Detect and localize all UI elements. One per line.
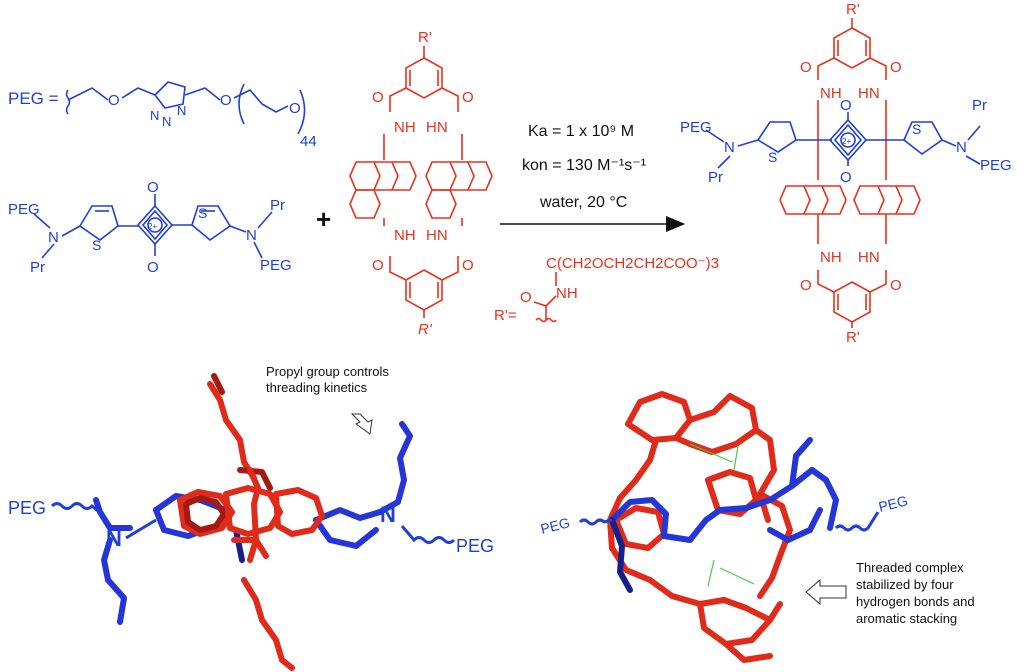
plus-sign: + [316, 204, 331, 234]
svg-text:O: O [372, 257, 384, 274]
dye-left-o-top: O [147, 179, 159, 196]
product-r-top: R' [846, 1, 860, 18]
svg-text:O: O [289, 100, 301, 117]
product-peg2: PEG [980, 157, 1012, 174]
model-left-peg-left: PEG [8, 498, 46, 518]
svg-text:N: N [162, 114, 171, 129]
model-right: PEG PEG Threaded complex stabilized by f… [539, 391, 975, 663]
svg-text:S: S [768, 149, 777, 165]
annotation-threaded-line1: Threaded complex [856, 560, 964, 575]
propyl-pointer-arrow [350, 413, 373, 435]
svg-text:O: O [840, 97, 852, 114]
product-r-bot: R' [846, 329, 860, 346]
peg-definition: PEG = O N N N O O 44 [8, 81, 317, 150]
condition-kon: kon = 130 M⁻¹s⁻¹ [522, 157, 646, 174]
svg-text:N: N [177, 103, 186, 118]
svg-text:O: O [462, 89, 474, 106]
dye-left-charge: 2+ [148, 222, 157, 231]
dye-left-peg2: PEG [260, 257, 292, 274]
svg-text:O: O [800, 277, 812, 294]
svg-text:O: O [890, 59, 902, 76]
r-definition: C(CH2OCH2CH2COO⁻)3 NH O R'= [494, 255, 719, 324]
product-pr2: Pr [972, 97, 987, 114]
dye-left-s1: S [92, 237, 101, 253]
dye-left: PEG N Pr S 2+ O O S N Pr PEG [8, 179, 292, 276]
peg-def-label: PEG = [8, 89, 59, 108]
dye-left-n1: N [48, 229, 59, 246]
svg-text:NH: NH [820, 85, 842, 102]
product-peg1: PEG [680, 119, 712, 136]
svg-text:N: N [150, 108, 159, 123]
model-left-peg-right: PEG [456, 536, 494, 556]
annotation-threaded-line2: stabilized by four [856, 577, 954, 592]
annotation-propyl-line2: threading kinetics [266, 380, 368, 395]
model-left: Propyl group controls threading kinetics… [8, 364, 494, 671]
macrocycle-r-top: R' [418, 29, 432, 46]
reaction-conditions: Ka = 1 x 10⁹ M kon = 130 M⁻¹s⁻¹ water, 2… [500, 123, 686, 232]
svg-text:N: N [956, 139, 967, 156]
product: R' O O NH HN PEG N Pr S 2+ O O S N Pr [680, 1, 1012, 346]
dye-left-n2: N [246, 227, 257, 244]
threaded-pointer-arrow [805, 578, 847, 606]
product-pr1: Pr [708, 169, 723, 186]
model-left-n-right: N [380, 502, 396, 527]
svg-text:HN: HN [858, 85, 880, 102]
svg-text:HN: HN [858, 249, 880, 266]
dye-left-pr2: Pr [270, 197, 285, 214]
dye-left-s2: S [198, 205, 207, 221]
hydrogen-bonds [689, 443, 755, 587]
svg-text:S: S [912, 121, 921, 137]
annotation-threaded-line4: aromatic stacking [856, 611, 957, 626]
dye-left-pr1: Pr [30, 259, 45, 276]
svg-text:O: O [462, 257, 474, 274]
r-def-substituent: C(CH2OCH2CH2COO⁻)3 [546, 255, 719, 272]
macrocycle: R' O O NH HN NH HN O O R' [349, 29, 493, 338]
r-def-o: O [520, 289, 532, 306]
model-right-peg-left: PEG [539, 514, 572, 537]
annotation-propyl-line1: Propyl group controls [266, 364, 389, 379]
svg-text:O: O [108, 92, 120, 109]
peg-repeat-count: 44 [300, 133, 317, 150]
model-left-n-left: N [106, 526, 122, 551]
r-def-nh: NH [556, 285, 578, 302]
condition-solvent: water, 20 °C [539, 194, 627, 211]
dye-left-o-bot: O [147, 259, 159, 276]
dye-left-peg1: PEG [8, 201, 40, 218]
r-def-label: R'= [494, 307, 517, 324]
svg-text:O: O [890, 277, 902, 294]
macrocycle-nh-bot: NH [394, 227, 416, 244]
macrocycle-hn-top: HN [426, 119, 448, 136]
svg-text:O: O [840, 169, 852, 186]
svg-text:O: O [800, 59, 812, 76]
macrocycle-nh-top: NH [394, 119, 416, 136]
annotation-threaded-line3: hydrogen bonds and [856, 594, 975, 609]
svg-text:O: O [220, 92, 232, 109]
model-right-peg-right: PEG [877, 492, 910, 515]
condition-ka: Ka = 1 x 10⁹ M [528, 123, 634, 140]
svg-text:N: N [724, 139, 735, 156]
svg-text:2+: 2+ [842, 137, 851, 146]
macrocycle-r-bot: R' [418, 321, 433, 338]
svg-text:NH: NH [820, 249, 842, 266]
svg-text:O: O [372, 89, 384, 106]
macrocycle-hn-bot: HN [426, 227, 448, 244]
